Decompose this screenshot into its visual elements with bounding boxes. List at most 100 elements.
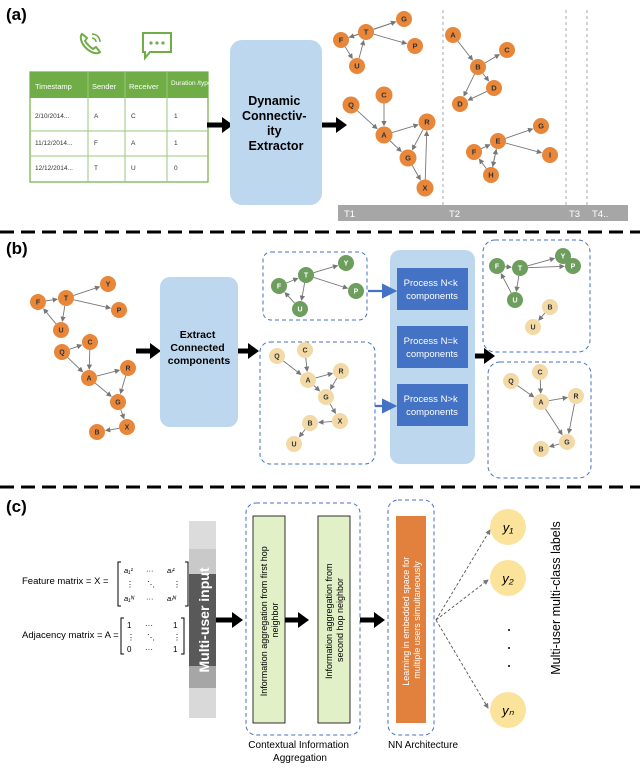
graph-node-label: Q (348, 101, 354, 110)
graph-node-label: R (125, 366, 130, 373)
graph-node (489, 258, 505, 274)
graph-node-label: U (58, 328, 63, 335)
graph-edge (104, 427, 120, 433)
graph-node-label: B (538, 447, 543, 454)
graph-node-label: U (297, 307, 302, 314)
graph-node-label: R (424, 118, 430, 127)
graph-node-label: G (323, 395, 329, 402)
table-cell: A (131, 140, 136, 147)
ellipsis-dot (508, 629, 510, 631)
graph-node-label: F (36, 300, 41, 307)
graph-node-label: D (491, 84, 497, 93)
graph-node (333, 32, 349, 48)
matrix-cell: ··· (145, 645, 153, 654)
graph-node (349, 58, 365, 74)
graph-node (512, 260, 528, 276)
graph-edge (43, 308, 57, 325)
extractor-label-line: Extractor (249, 139, 304, 153)
graph-edge (298, 429, 306, 438)
graph-edge (467, 90, 487, 101)
graph-node-label: X (422, 184, 427, 193)
graph-node (81, 370, 97, 386)
chat-icon (142, 32, 172, 61)
table-cell: U (131, 165, 136, 172)
second-hop-block (317, 515, 351, 724)
graph-node-label: U (530, 325, 535, 332)
process-label: Process N=k components (404, 336, 461, 360)
feature-matrix: a₁¹ ··· aₗ¹ ⋮ ⋱ ⋮ a₁ᴺ ··· aₗᴺ (117, 561, 189, 607)
output-node-label: y₁ (502, 520, 514, 535)
graph-node-label: R (338, 369, 343, 376)
matrix-cell: aₗᴺ (167, 594, 176, 603)
process-label-line: Process N>k (404, 394, 458, 405)
nn-learning-label: Learning in embedded space for multiple … (401, 554, 422, 686)
graph-node (119, 419, 135, 435)
graph-node (375, 86, 393, 104)
matrix-cell: 1 (173, 645, 178, 654)
graph-edge (313, 264, 339, 274)
extract-label-line: components (168, 355, 231, 367)
graph-node-label: T (518, 266, 523, 273)
graph-node-label: A (305, 378, 310, 385)
graph-edge (423, 130, 430, 180)
graph-node-label: Q (508, 379, 514, 386)
graph-node (342, 96, 360, 114)
graph-edge (283, 360, 302, 376)
graph-node-label: C (537, 370, 542, 377)
graph-node-label: Y (561, 254, 566, 261)
graph-edge (500, 273, 512, 294)
graph-node-label: F (339, 36, 344, 45)
graph-edge (119, 409, 125, 420)
second-hop-label-line: Information aggregation from (324, 563, 334, 679)
graph-edge (389, 140, 402, 153)
panel-b-label: (b) (6, 239, 28, 258)
graph-edge (482, 73, 490, 82)
graph-node (318, 389, 334, 405)
arrow-head (222, 117, 233, 133)
output-label: Multi-user multi-class labels (549, 521, 563, 675)
extractor-label-line: ity (267, 124, 282, 138)
graph-node (533, 441, 549, 457)
graph-node-label: G (538, 122, 544, 131)
matrix-cell: 1 (173, 621, 178, 630)
extract-label: Extract Connected components (168, 329, 231, 367)
graph-node-label: A (450, 31, 456, 40)
tan-component-box (259, 341, 376, 465)
process-label: Process N<k components (404, 278, 461, 302)
graph-node (532, 364, 548, 380)
graph-edge (60, 305, 66, 322)
call-log-table: Timestamp Sender Receiver Duration /type… (29, 71, 212, 183)
table-header-timestamp: Timestamp (35, 82, 72, 91)
graph-edge (481, 144, 491, 150)
graph-edge (548, 442, 560, 449)
graph-node (542, 147, 558, 163)
graph-node-label: T (364, 28, 369, 37)
extract-label-line: Extract (180, 329, 216, 341)
matrix-cell: ⋱ (147, 633, 155, 642)
graph-edge (527, 257, 556, 267)
graph-node-label: C (302, 348, 307, 355)
adjacency-matrix-label: Adjacency matrix = A = (22, 630, 119, 641)
graph-edge (517, 385, 535, 398)
arrow-head (374, 612, 385, 628)
graph-edge (315, 371, 334, 379)
graph-node (452, 96, 468, 112)
nn-caption: NN Architecture (388, 740, 458, 751)
process-label: Process N>k components (404, 394, 461, 418)
adjacency-matrix: 1 ··· 1 ⋮ ⋱ ⋮ 0 ··· 1 (120, 617, 185, 655)
graph-node (565, 258, 581, 274)
graph-edge (69, 343, 83, 350)
graph-node-label: X (125, 425, 130, 432)
output-node-yn (490, 692, 526, 728)
process-n-greater-k-box (397, 384, 468, 426)
multi-user-input-column (189, 521, 216, 718)
timeline-t3: T3 (569, 209, 580, 220)
output-node-y2 (490, 560, 526, 596)
graph-node (300, 372, 316, 388)
matrix-cell: ⋮ (126, 580, 134, 589)
